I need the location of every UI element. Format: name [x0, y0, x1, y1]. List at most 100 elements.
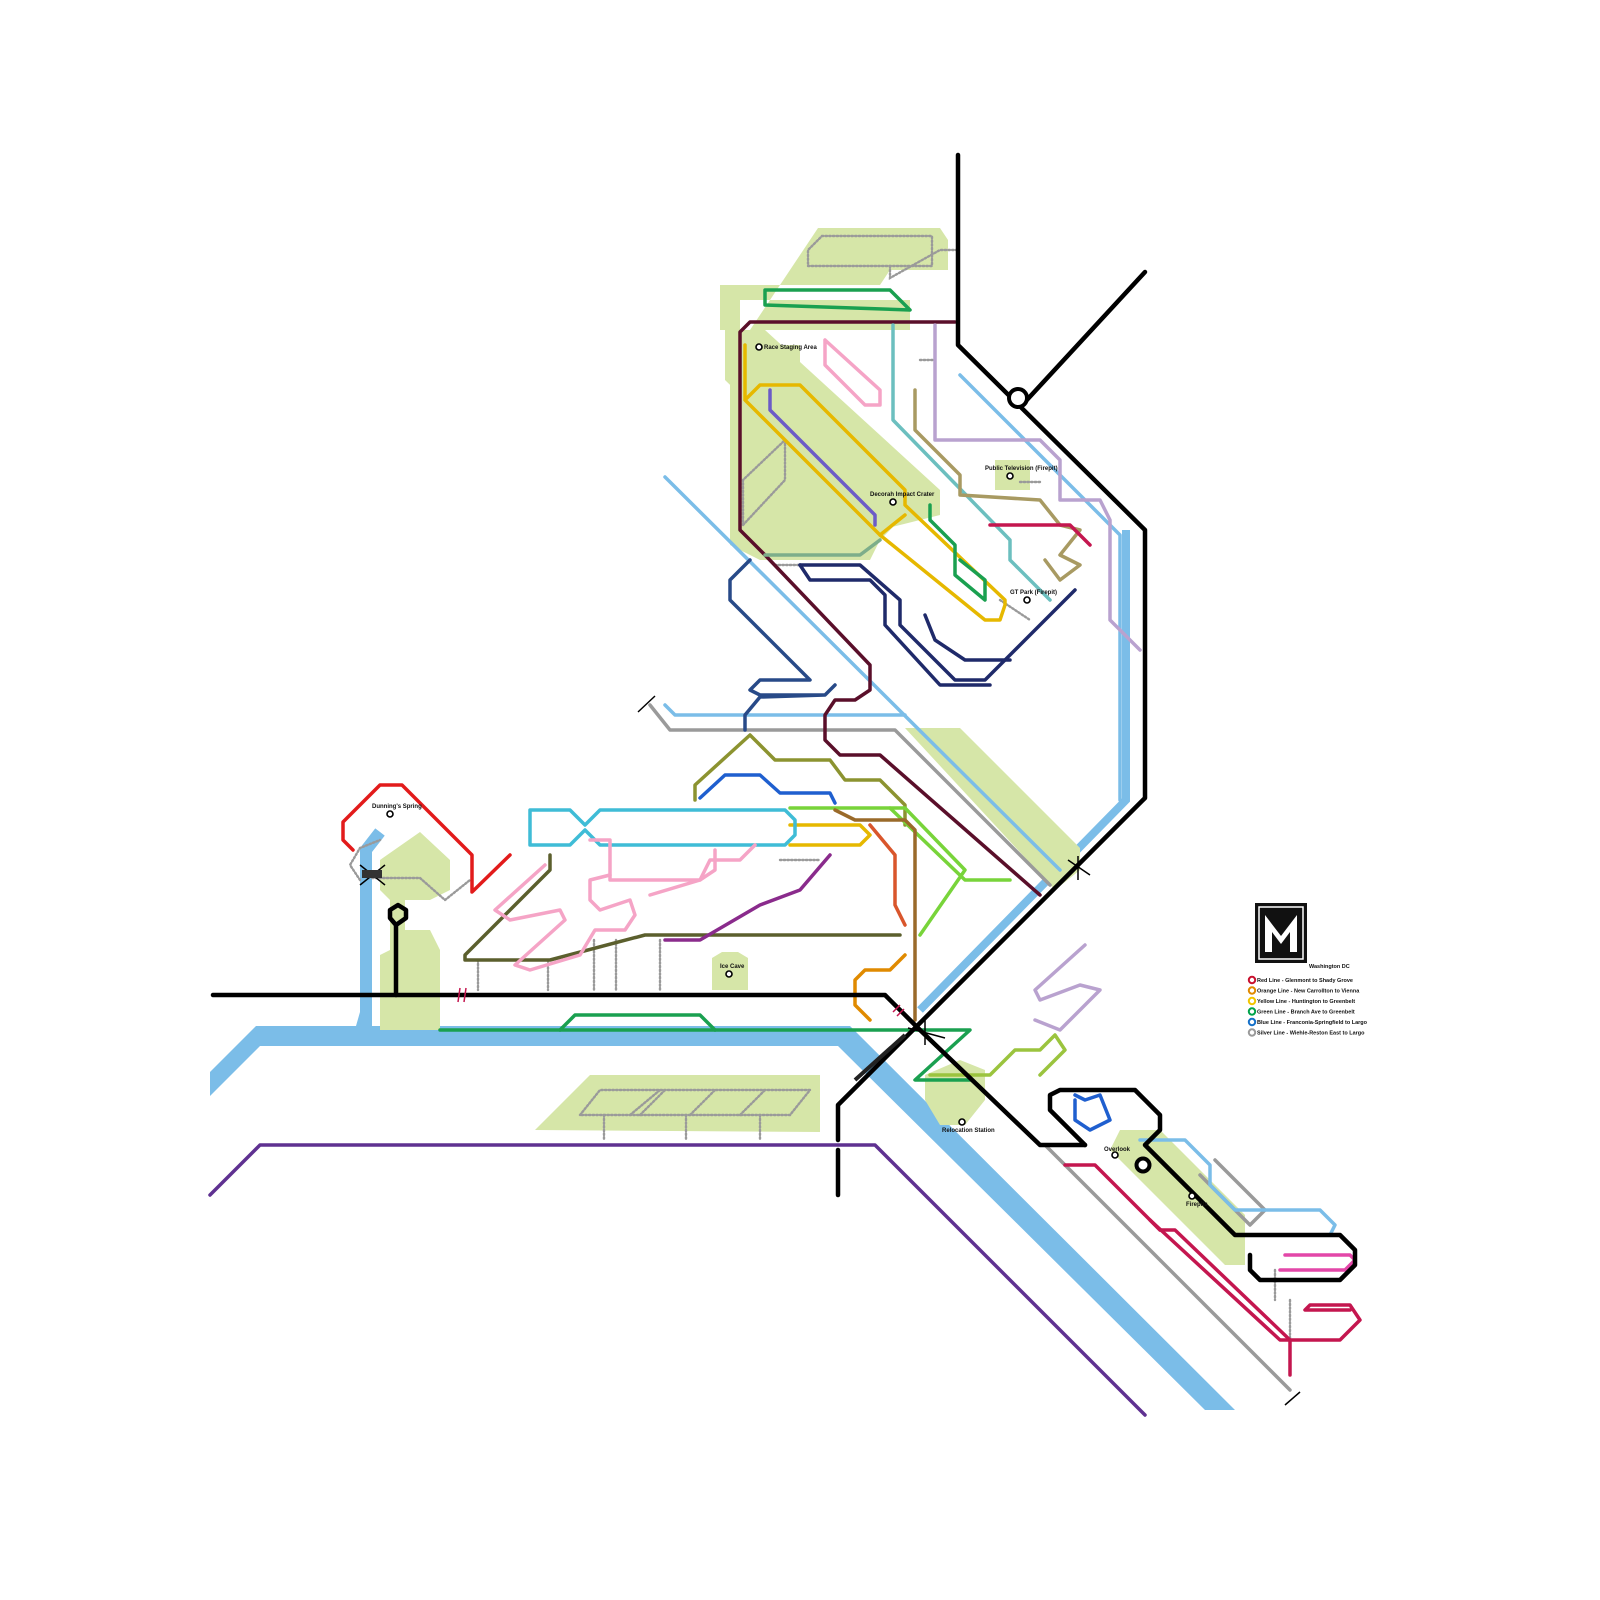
station-marker: [725, 970, 733, 978]
logo-caption: Washington DC: [1309, 964, 1350, 970]
metro-west: [210, 992, 923, 1033]
station-marker: [1023, 596, 1031, 604]
station-relocation-station[interactable]: Relocation Station: [942, 1118, 995, 1134]
line-light-blue: [663, 475, 1062, 872]
line-sage: [763, 538, 882, 557]
legend-swatch: [1247, 1007, 1257, 1016]
footpath: [578, 1088, 813, 1117]
tunnel-mark: [362, 870, 382, 878]
line-cyan: [528, 808, 797, 847]
line-pink: [493, 863, 637, 972]
line-pink: [648, 843, 757, 897]
legend-entry: Blue Line - Franconia-Springfield to Lar…: [1247, 1017, 1368, 1027]
crossing-mark: [892, 1004, 901, 1013]
station-firepits[interactable]: Firepits: [1186, 1192, 1208, 1208]
interchange-ring: [1134, 1156, 1152, 1174]
crossing-mark: [907, 1027, 946, 1039]
legend-label: Red Line - Glenmont to Shady Grove: [1257, 978, 1353, 984]
legend-label: Yellow Line - Huntington to Greenbelt: [1257, 999, 1355, 1005]
station-label: Public Television (Firepit): [985, 466, 1058, 472]
crossings-layer: [359, 387, 1301, 1406]
legend-label: Blue Line - Franconia-Springfield to Lar…: [1257, 1020, 1368, 1026]
metro-dunning-spur: [387, 902, 409, 998]
footpath: [688, 1088, 717, 1117]
legend-swatch: [1247, 996, 1257, 1006]
tunnel-mark: [853, 1033, 907, 1082]
station-marker: [889, 498, 897, 506]
water-layer: [210, 530, 1235, 1410]
line-maroon: [738, 320, 1042, 897]
line-green: [928, 503, 987, 602]
line-dark-blue: [728, 558, 837, 732]
station-marker: [958, 1118, 966, 1126]
station-dunnings-spring[interactable]: Dunning's Spring: [372, 804, 422, 818]
legend-label: Green Line - Branch Ave to Greenbelt: [1257, 1010, 1355, 1016]
station-race-staging-area[interactable]: Race Staging Area: [755, 343, 817, 351]
line-orange: [853, 953, 907, 1022]
line-lavender: [1033, 943, 1102, 1032]
line-yellow: [743, 343, 1007, 622]
footpath: [370, 876, 472, 902]
station-label: GT Park (Firepit): [1010, 590, 1057, 596]
interchange-ring: [1007, 387, 1029, 409]
footpath: [348, 838, 382, 882]
line-lime: [788, 806, 1012, 882]
footpath: [888, 248, 960, 281]
station-public-television[interactable]: Public Television (Firepit): [985, 466, 1058, 480]
footpath: [628, 1088, 662, 1117]
legend-entry: Silver Line - Wiehle-Reston East to Larg…: [1247, 1028, 1365, 1037]
line-crimson: [988, 523, 1092, 547]
station-ice-cave[interactable]: Ice Cave: [720, 964, 745, 978]
park-layer: [380, 228, 1245, 1265]
line-magenta: [1278, 1253, 1357, 1272]
legend-swatch: [1247, 975, 1257, 985]
station-marker: [1006, 472, 1014, 480]
line-green: [558, 1013, 717, 1032]
station-marker: [386, 810, 394, 818]
legend-swatch: [1247, 1017, 1257, 1027]
metro-branch-ne: [1022, 269, 1148, 405]
line-grey: [648, 703, 1052, 887]
line-pink: [588, 838, 717, 882]
station-marker: [1111, 1151, 1119, 1159]
legend-label: Silver Line - Wiehle-Reston East to Larg…: [1257, 1031, 1365, 1037]
line-yellow: [788, 823, 872, 847]
station-overlook[interactable]: Overlook: [1104, 1147, 1131, 1159]
metro-southeast: [917, 1027, 1088, 1148]
crossing-mark: [457, 987, 461, 1003]
park-north-strip: [725, 330, 940, 530]
legend-entry: Yellow Line - Huntington to Greenbelt: [1247, 996, 1355, 1006]
crossing-mark: [1067, 859, 1091, 876]
line-orange-red: [868, 823, 907, 927]
line-teal: [891, 323, 1052, 602]
line-navy: [798, 563, 1077, 682]
line-purple: [663, 853, 832, 942]
line-light-blue: [663, 703, 907, 717]
metro-black-layer: [210, 152, 1358, 1283]
line-lime: [888, 806, 967, 937]
line-light-blue: [958, 373, 1122, 802]
station-label: Overlook: [1104, 1147, 1131, 1153]
station-gt-park[interactable]: GT Park (Firepit): [1010, 590, 1057, 604]
station-decorah-impact-crater[interactable]: Decorah Impact Crater: [870, 492, 935, 506]
legend: Red Line - Glenmont to Shady GroveOrange…: [1247, 975, 1368, 1037]
logo-m-glyph: [1265, 915, 1297, 952]
metro-overlook-loop: [1047, 1087, 1358, 1283]
line-red: [341, 783, 512, 894]
line-yellow: [878, 513, 907, 537]
stations-layer: Race Staging Area Public Television (Fir…: [372, 343, 1208, 1208]
footpath: [738, 1088, 767, 1117]
line-green: [438, 1028, 972, 1082]
crossing-mark: [463, 987, 467, 1003]
station-label: Ice Cave: [720, 964, 745, 970]
legend-entry: Red Line - Glenmont to Shady Grove: [1247, 975, 1353, 985]
legend-swatch: [1247, 986, 1257, 995]
crossing-mark: [896, 1008, 905, 1017]
line-grey: [1043, 1143, 1292, 1392]
legend-swatch: [1247, 1028, 1257, 1037]
line-yellow-green: [928, 1033, 1067, 1077]
station-marker: [1188, 1192, 1196, 1200]
line-crimson: [1063, 1163, 1292, 1377]
